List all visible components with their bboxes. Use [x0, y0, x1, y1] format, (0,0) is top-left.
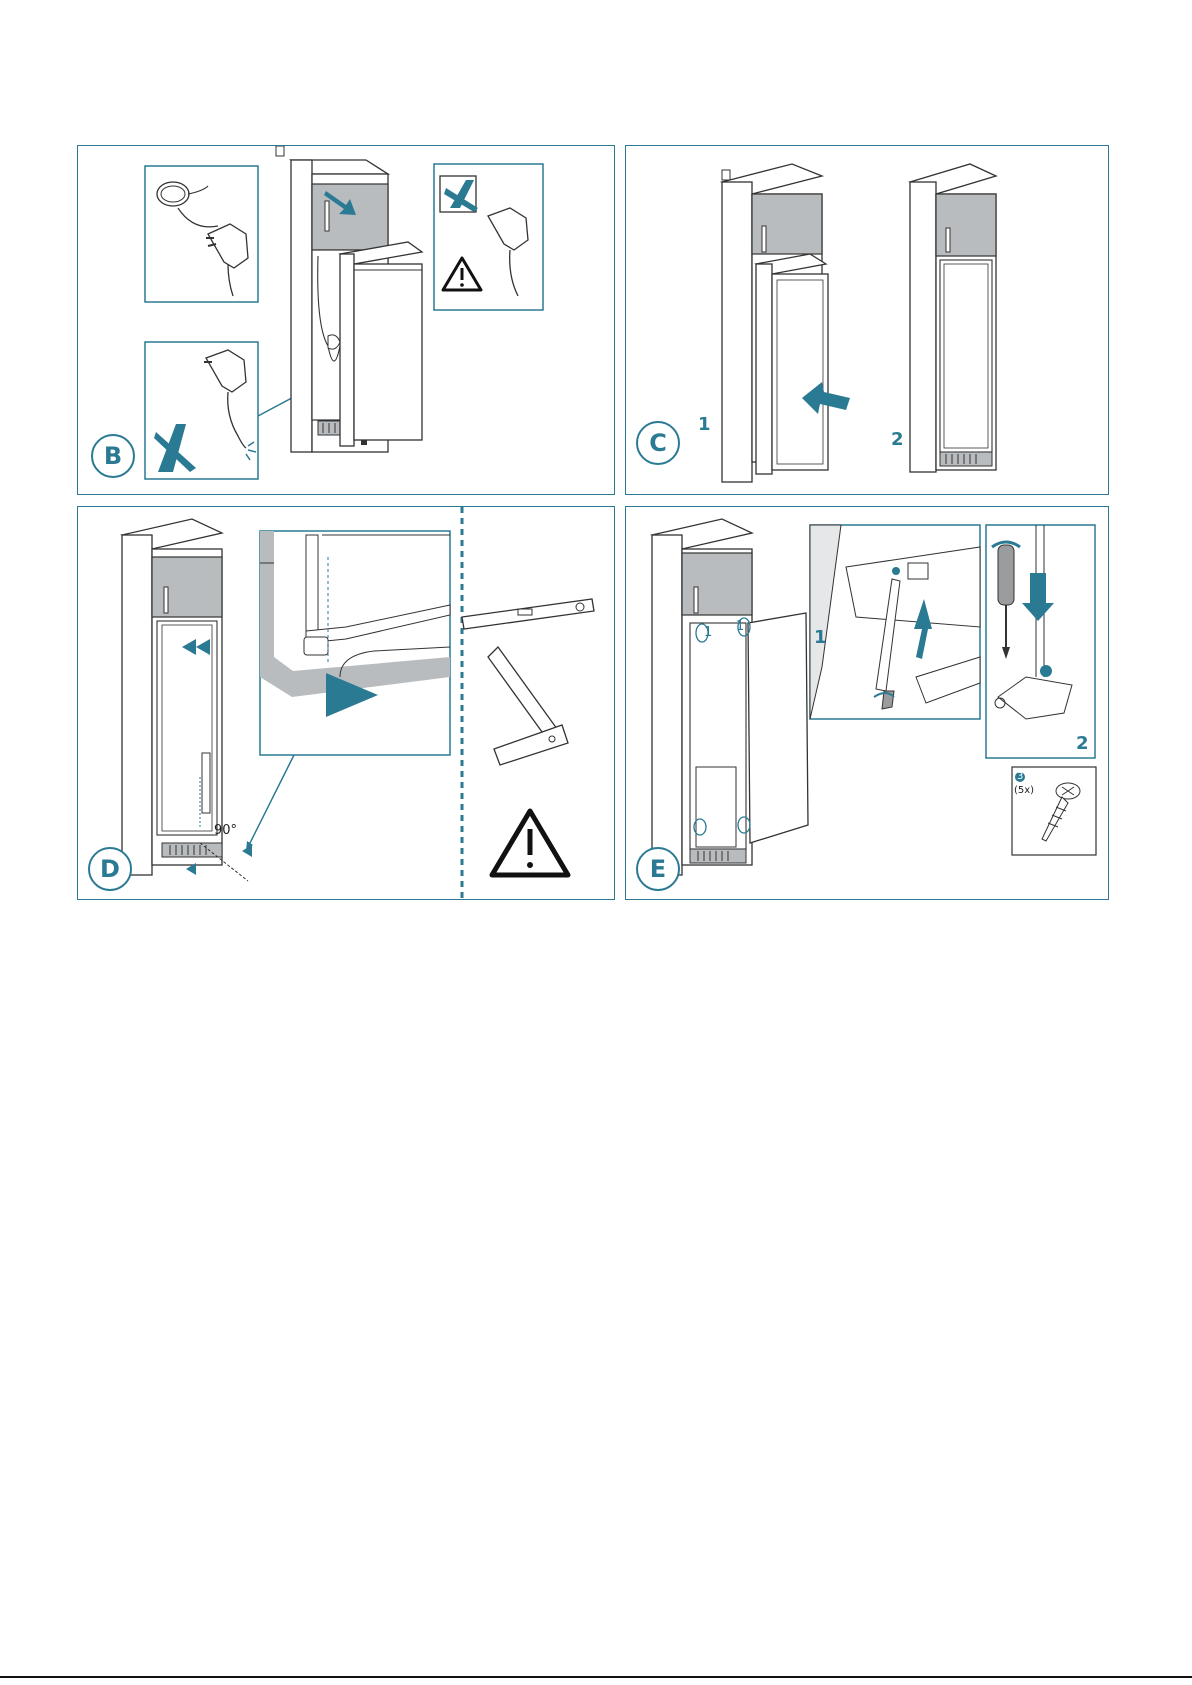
step-2-label: 2: [1076, 733, 1089, 754]
step-1-label: 1: [698, 414, 711, 435]
warning-triangle-icon: [492, 811, 568, 875]
hinge-detail-inset: [260, 531, 450, 755]
panel-b-badge: B: [91, 434, 135, 478]
panel-b-illustration: [78, 146, 616, 496]
panel-d-illustration: [78, 507, 616, 901]
hinge-mark-right: 1: [736, 619, 744, 634]
hinge-screw-inset: [810, 525, 980, 719]
panel-b: B: [77, 145, 615, 495]
panel-c-illustration: [626, 146, 1110, 496]
panel-e-illustration: [626, 507, 1110, 901]
step-1-label: 1: [814, 627, 827, 648]
fridge-illustration: [340, 242, 422, 446]
panel-c-badge: C: [636, 421, 680, 465]
panel-e: E 1 2 1 1 3 (5x): [625, 506, 1109, 900]
panel-c: C 1 2: [625, 145, 1109, 495]
screw-ref-label: 3: [1017, 771, 1023, 782]
try-square-icon: [488, 647, 568, 765]
installed-fridge-illustration: [910, 164, 996, 472]
hinge-mark-left: 1: [704, 625, 712, 640]
no-extension-inset: [434, 164, 543, 310]
step-2-label: 2: [891, 429, 904, 450]
cabinet-illustration: [652, 519, 808, 875]
screwdriver-inset: [986, 525, 1095, 758]
screw-icon: [1012, 767, 1096, 855]
panel-d: D 90°: [77, 506, 615, 900]
page-footer-rule: [0, 1676, 1192, 1678]
panel-e-badge: E: [636, 847, 680, 891]
spirit-level-icon: [462, 599, 594, 629]
fridge-illustration: [756, 254, 828, 474]
angle-label: 90°: [214, 823, 237, 838]
damaged-cable-inset: [145, 342, 258, 479]
panel-d-badge: D: [88, 847, 132, 891]
screw-quantity: (5x): [1014, 785, 1034, 796]
